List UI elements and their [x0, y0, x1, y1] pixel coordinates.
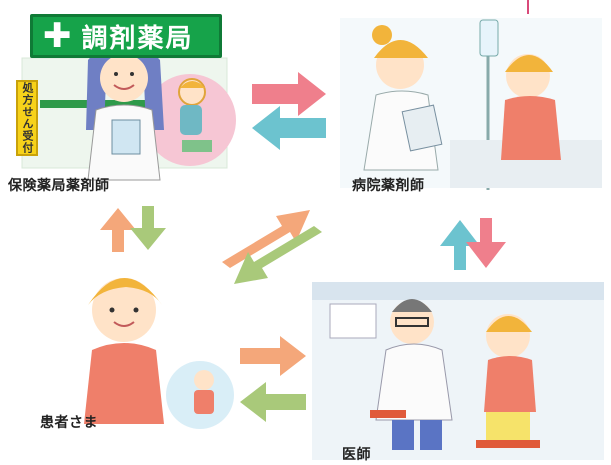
doctor-coat: [375, 343, 453, 421]
arrow-doctor-to-hospital: [440, 220, 480, 270]
arrow-pharmacy-to-hospital: [252, 72, 326, 116]
pharmacy-sign: ✚ 調剤薬局: [30, 14, 222, 58]
pharmacist-hair: [86, 40, 164, 130]
corner-mark: [527, 0, 529, 14]
arrow-hospital-to-doctor: [466, 218, 506, 268]
arrow-patient-to-pharmacy: [100, 208, 136, 252]
iv-bag: [479, 19, 499, 57]
label-pharmacist: 保険薬局薬剤師: [8, 178, 110, 194]
pharmacist-face: [100, 54, 148, 102]
patient-face: [92, 278, 156, 342]
child-body: [180, 105, 202, 135]
arrow-patient-to-hospital: [222, 210, 310, 268]
arrow-doctor-to-patient: [240, 382, 306, 422]
arrow-hospital-to-patient: [234, 226, 322, 284]
label-patient: 患者さま: [40, 415, 98, 431]
label-doctor: 医師: [342, 447, 371, 463]
arrow-patient-to-doctor: [240, 336, 306, 376]
arrow-hospital-to-pharmacy: [252, 106, 326, 150]
pharmacy-sign-text: 調剤薬局: [81, 23, 194, 54]
prescription-sign: 処方せん受付: [16, 80, 38, 156]
label-hospital-pharmacist: 病院薬剤師: [352, 178, 425, 194]
patient-hair: [88, 278, 162, 305]
patient-body: [84, 343, 164, 424]
arrow-pharmacy-to-patient: [130, 206, 166, 250]
cross-icon: ✚: [43, 16, 72, 56]
